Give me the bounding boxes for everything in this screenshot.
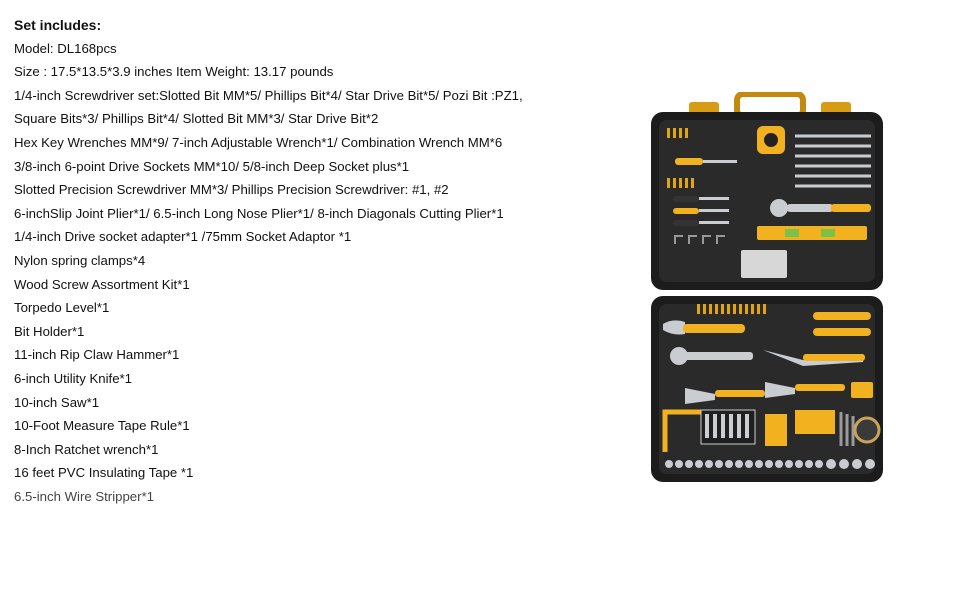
spec-saw: 10-inch Saw*1 (14, 394, 100, 410)
adjustable-wrench-icon (683, 352, 753, 360)
utility-knife-icon (851, 382, 873, 398)
spec-tape-rule: 10-Foot Measure Tape Rule*1 (14, 418, 190, 434)
spec-clamps: Nylon spring clamps*4 (14, 252, 146, 268)
spec-wire-stripper: 6.5-inch Wire Stripper*1 (14, 488, 154, 504)
spec-knife: 6-inch Utility Knife*1 (14, 370, 133, 386)
spec-screw-kit: Wood Screw Assortment Kit*1 (14, 276, 190, 292)
spec-pliers: 6-inchSlip Joint Plier*1/ 6.5-inch Long … (14, 205, 504, 221)
spec-ratchet: 8-Inch Ratchet wrench*1 (14, 441, 159, 457)
spec-adapters: 1/4-inch Drive socket adapter*1 /75mm So… (14, 229, 352, 245)
ratchet-icon (770, 199, 788, 217)
spec-screwdriver-set: 1/4-inch Screwdriver set:Slotted Bit MM*… (14, 87, 523, 103)
torpedo-level-icon (757, 226, 867, 240)
spec-bit-holder: Bit Holder*1 (14, 323, 85, 339)
spec-heading: Set includes: (14, 17, 102, 33)
spec-level: Torpedo Level*1 (14, 300, 110, 316)
spec-precision-screwdrivers: Slotted Precision Screwdriver MM*3/ Phil… (14, 182, 449, 198)
hammer-icon (663, 320, 685, 335)
spec-hammer: 11-inch Rip Claw Hammer*1 (14, 347, 180, 363)
spec-bits: Square Bits*3/ Phillips Bit*4/ Slotted B… (14, 111, 379, 127)
spec-wrenches: Hex Key Wrenches MM*9/ 7-inch Adjustable… (14, 134, 503, 150)
spec-size: Size : 17.5*13.5*3.9 inches Item Weight:… (14, 64, 334, 80)
spec-list: Set includes: Model: DL168pcs Size : 17.… (14, 16, 614, 511)
toolbox-image (651, 92, 883, 482)
insulating-tape-icon (853, 416, 881, 444)
spec-insulating-tape: 16 feet PVC Insulating Tape *1 (14, 465, 194, 481)
wire-stripper-icon (813, 312, 871, 320)
spec-model: Model: DL168pcs (14, 40, 117, 56)
pliers-icon (685, 350, 865, 404)
spec-sockets: 3/8-inch 6-point Drive Sockets MM*10/ 5/… (14, 158, 410, 174)
saw-icon (662, 409, 715, 452)
screw-kit-icon (741, 250, 787, 278)
